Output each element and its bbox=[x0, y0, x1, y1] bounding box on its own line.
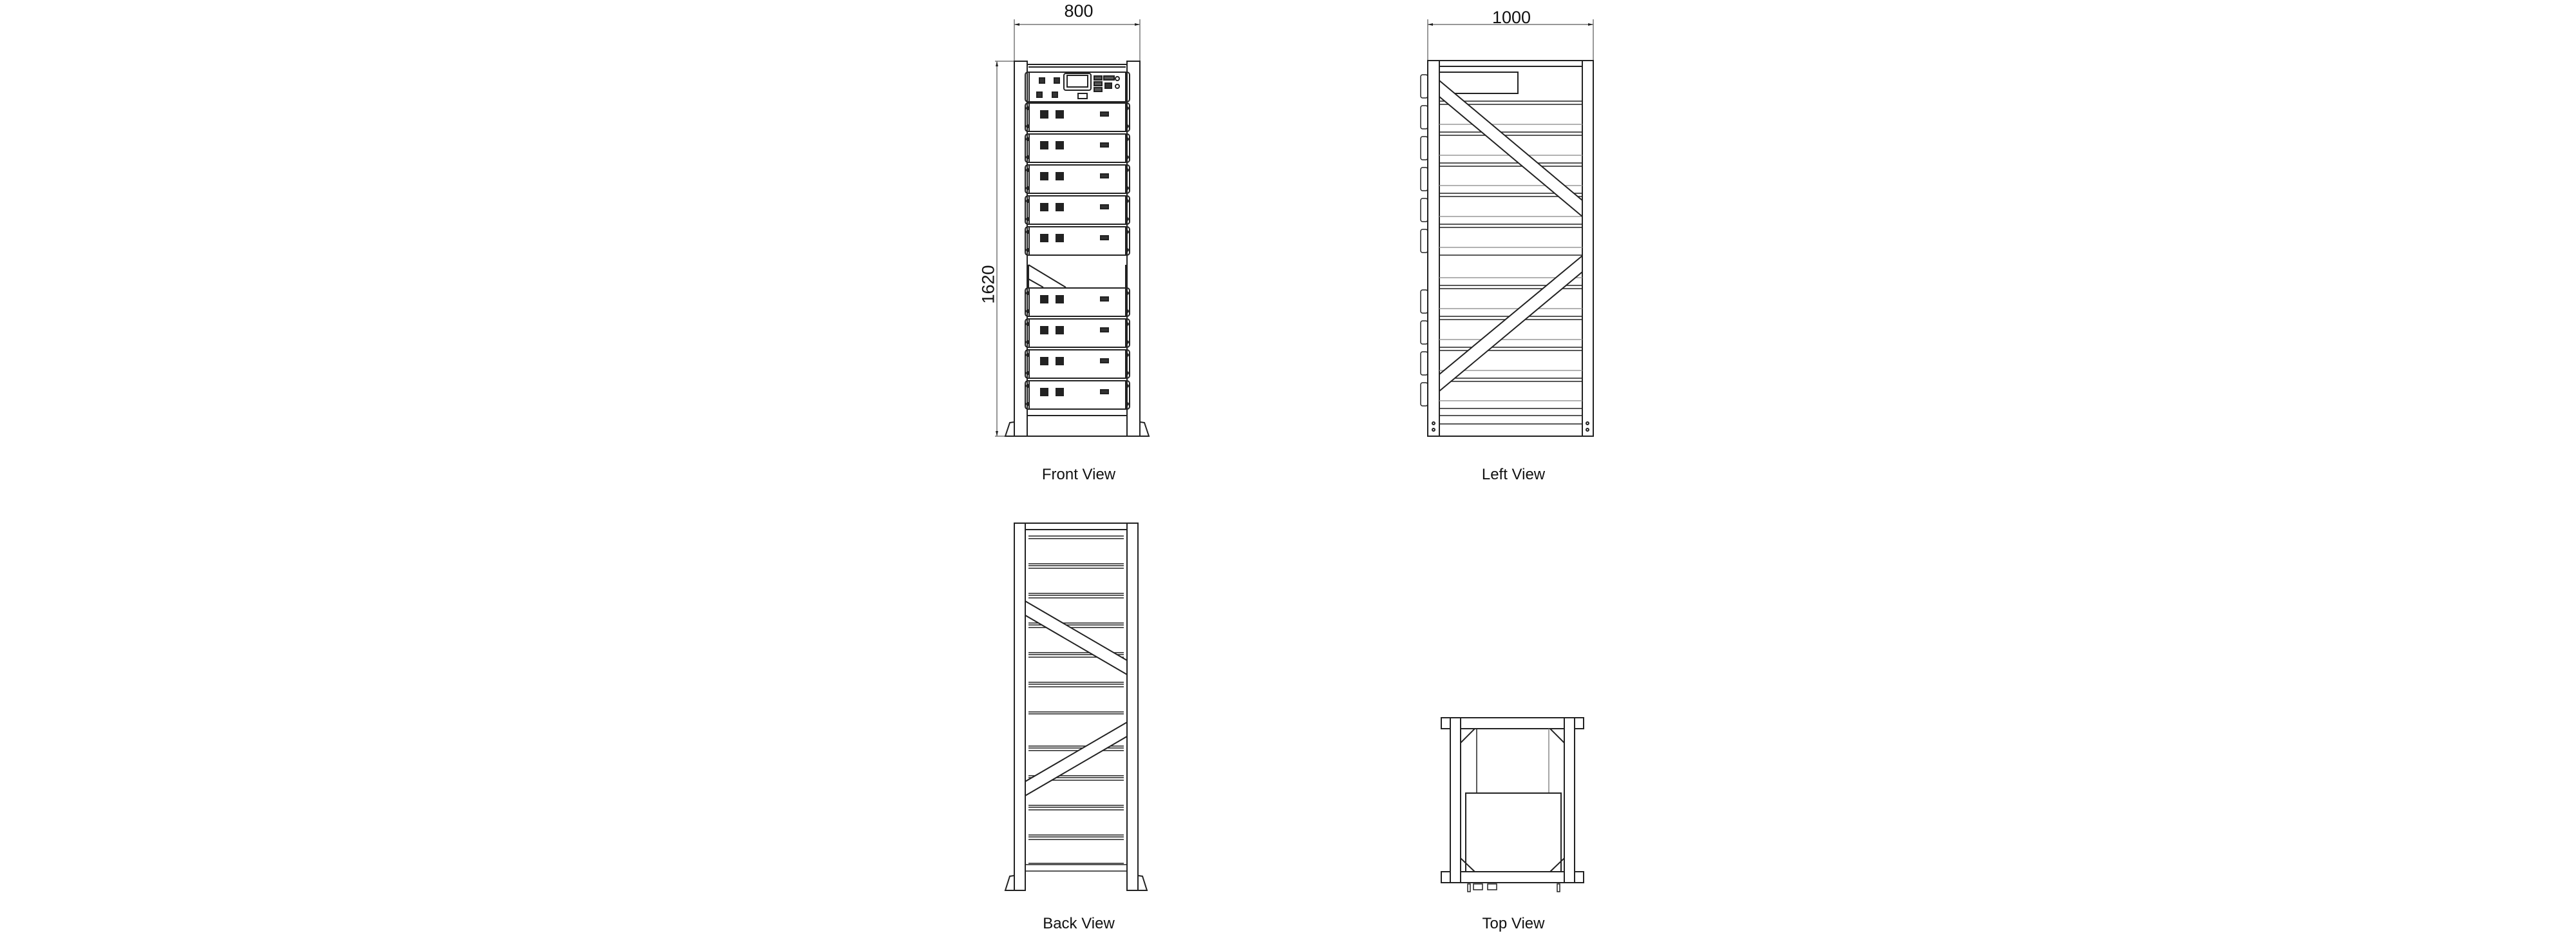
front-width-dimension bbox=[1014, 19, 1141, 61]
back-view-label: Back View bbox=[1043, 915, 1115, 932]
left-depth-dimension bbox=[1427, 19, 1594, 61]
front-width-dimension-label: 800 bbox=[1064, 1, 1094, 21]
battery-modules-upper bbox=[1025, 102, 1130, 256]
battery-modules-lower bbox=[1025, 287, 1130, 410]
front-view bbox=[995, 19, 1150, 437]
control-panel-module bbox=[1025, 72, 1130, 102]
front-view-label: Front View bbox=[1041, 466, 1116, 483]
left-view-handles bbox=[1420, 74, 1428, 407]
back-view-shelves bbox=[1025, 535, 1127, 872]
height-dimension bbox=[995, 61, 1014, 437]
top-view-label: Top View bbox=[1482, 915, 1545, 932]
back-view bbox=[1004, 523, 1148, 891]
left-depth-dimension-label: 1000 bbox=[1492, 8, 1531, 27]
left-view-label: Left View bbox=[1481, 466, 1546, 483]
top-view-connectors bbox=[1467, 883, 1560, 892]
top-view bbox=[1441, 717, 1584, 892]
left-view bbox=[1420, 19, 1594, 437]
height-dimension-label: 1620 bbox=[978, 265, 998, 304]
